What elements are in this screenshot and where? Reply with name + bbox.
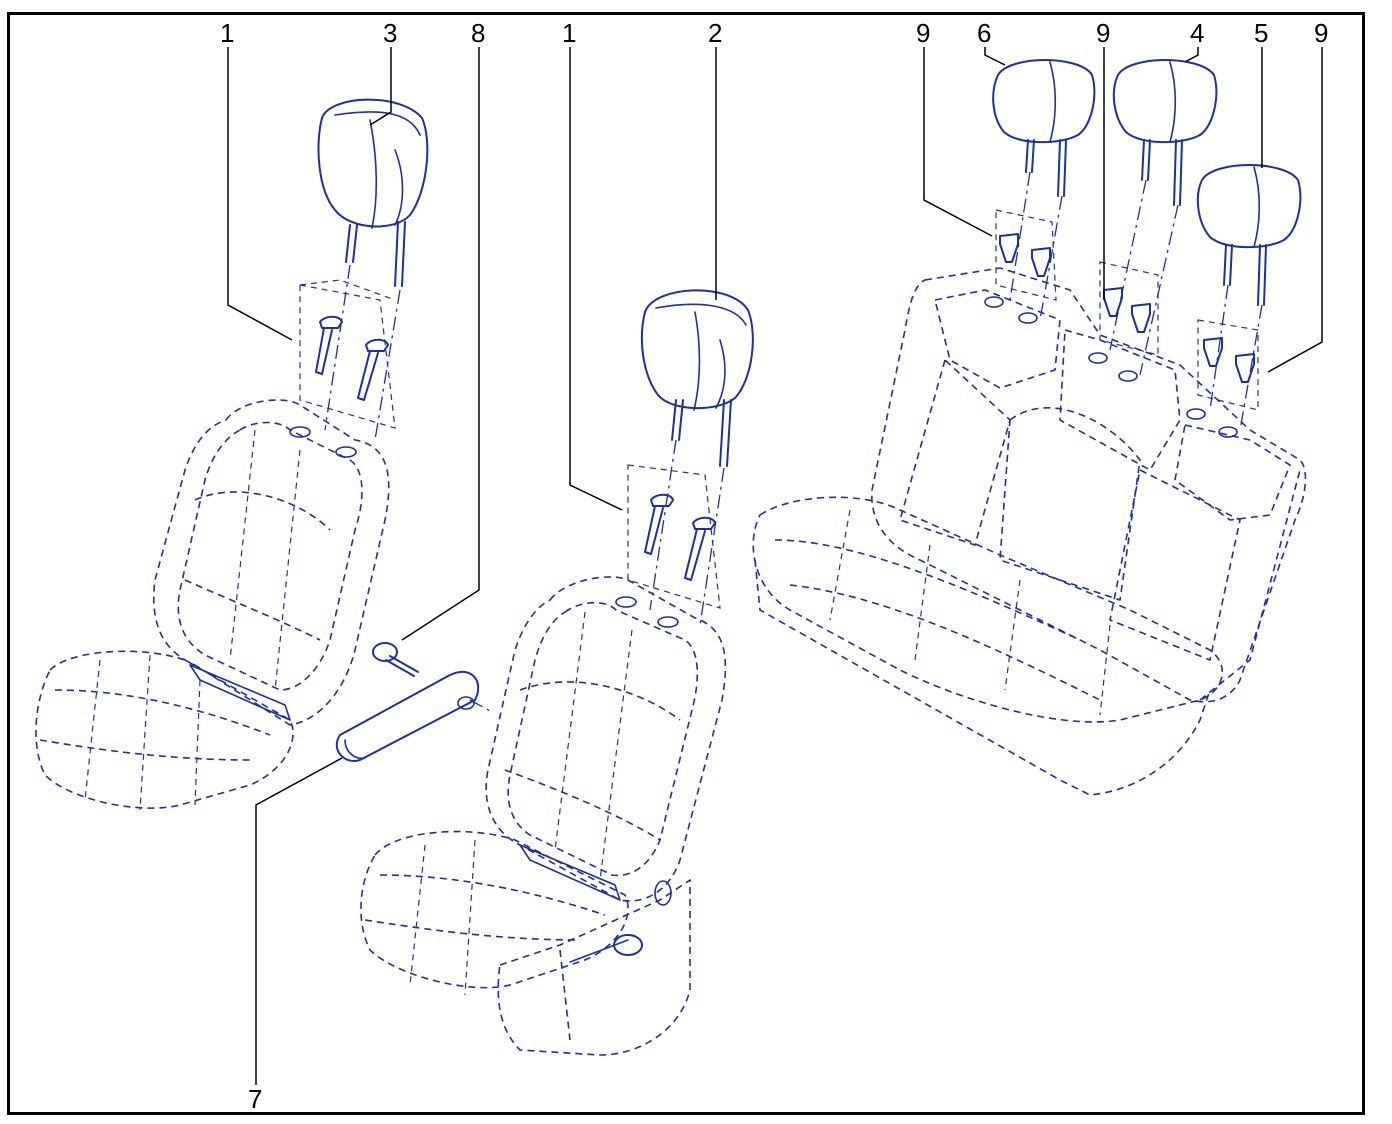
front-seat-right — [360, 289, 754, 1056]
callouts: 1 3 8 1 2 9 6 9 4 5 9 7 — [220, 18, 1328, 1114]
guide-sleeves-1b — [644, 493, 716, 581]
leader-lines — [227, 47, 1323, 1085]
callout-8: 8 — [471, 18, 485, 48]
callout-1-left: 1 — [220, 18, 234, 48]
headrest-4 — [1112, 59, 1218, 206]
callout-4: 4 — [1190, 18, 1204, 48]
callout-9-a: 9 — [916, 18, 930, 48]
callout-9-b: 9 — [1096, 18, 1110, 48]
headrest-3 — [317, 98, 429, 287]
callout-3: 3 — [383, 18, 397, 48]
callout-6: 6 — [977, 18, 991, 48]
front-seat-left — [35, 98, 429, 811]
headrest-2 — [640, 289, 754, 467]
guides-9 — [999, 233, 1255, 383]
callout-9-c: 9 — [1314, 18, 1328, 48]
headrest-5 — [1196, 164, 1302, 306]
callout-1-middle: 1 — [562, 18, 576, 48]
rear-bench — [752, 59, 1307, 796]
diagram-frame — [7, 12, 1365, 1115]
headrest-6 — [992, 59, 1096, 197]
callout-2: 2 — [708, 18, 722, 48]
callout-5: 5 — [1254, 18, 1268, 48]
callout-7: 7 — [248, 1084, 262, 1114]
screw-8 — [372, 642, 419, 677]
guide-sleeves-1 — [315, 315, 389, 401]
armrest-7 — [335, 670, 493, 762]
